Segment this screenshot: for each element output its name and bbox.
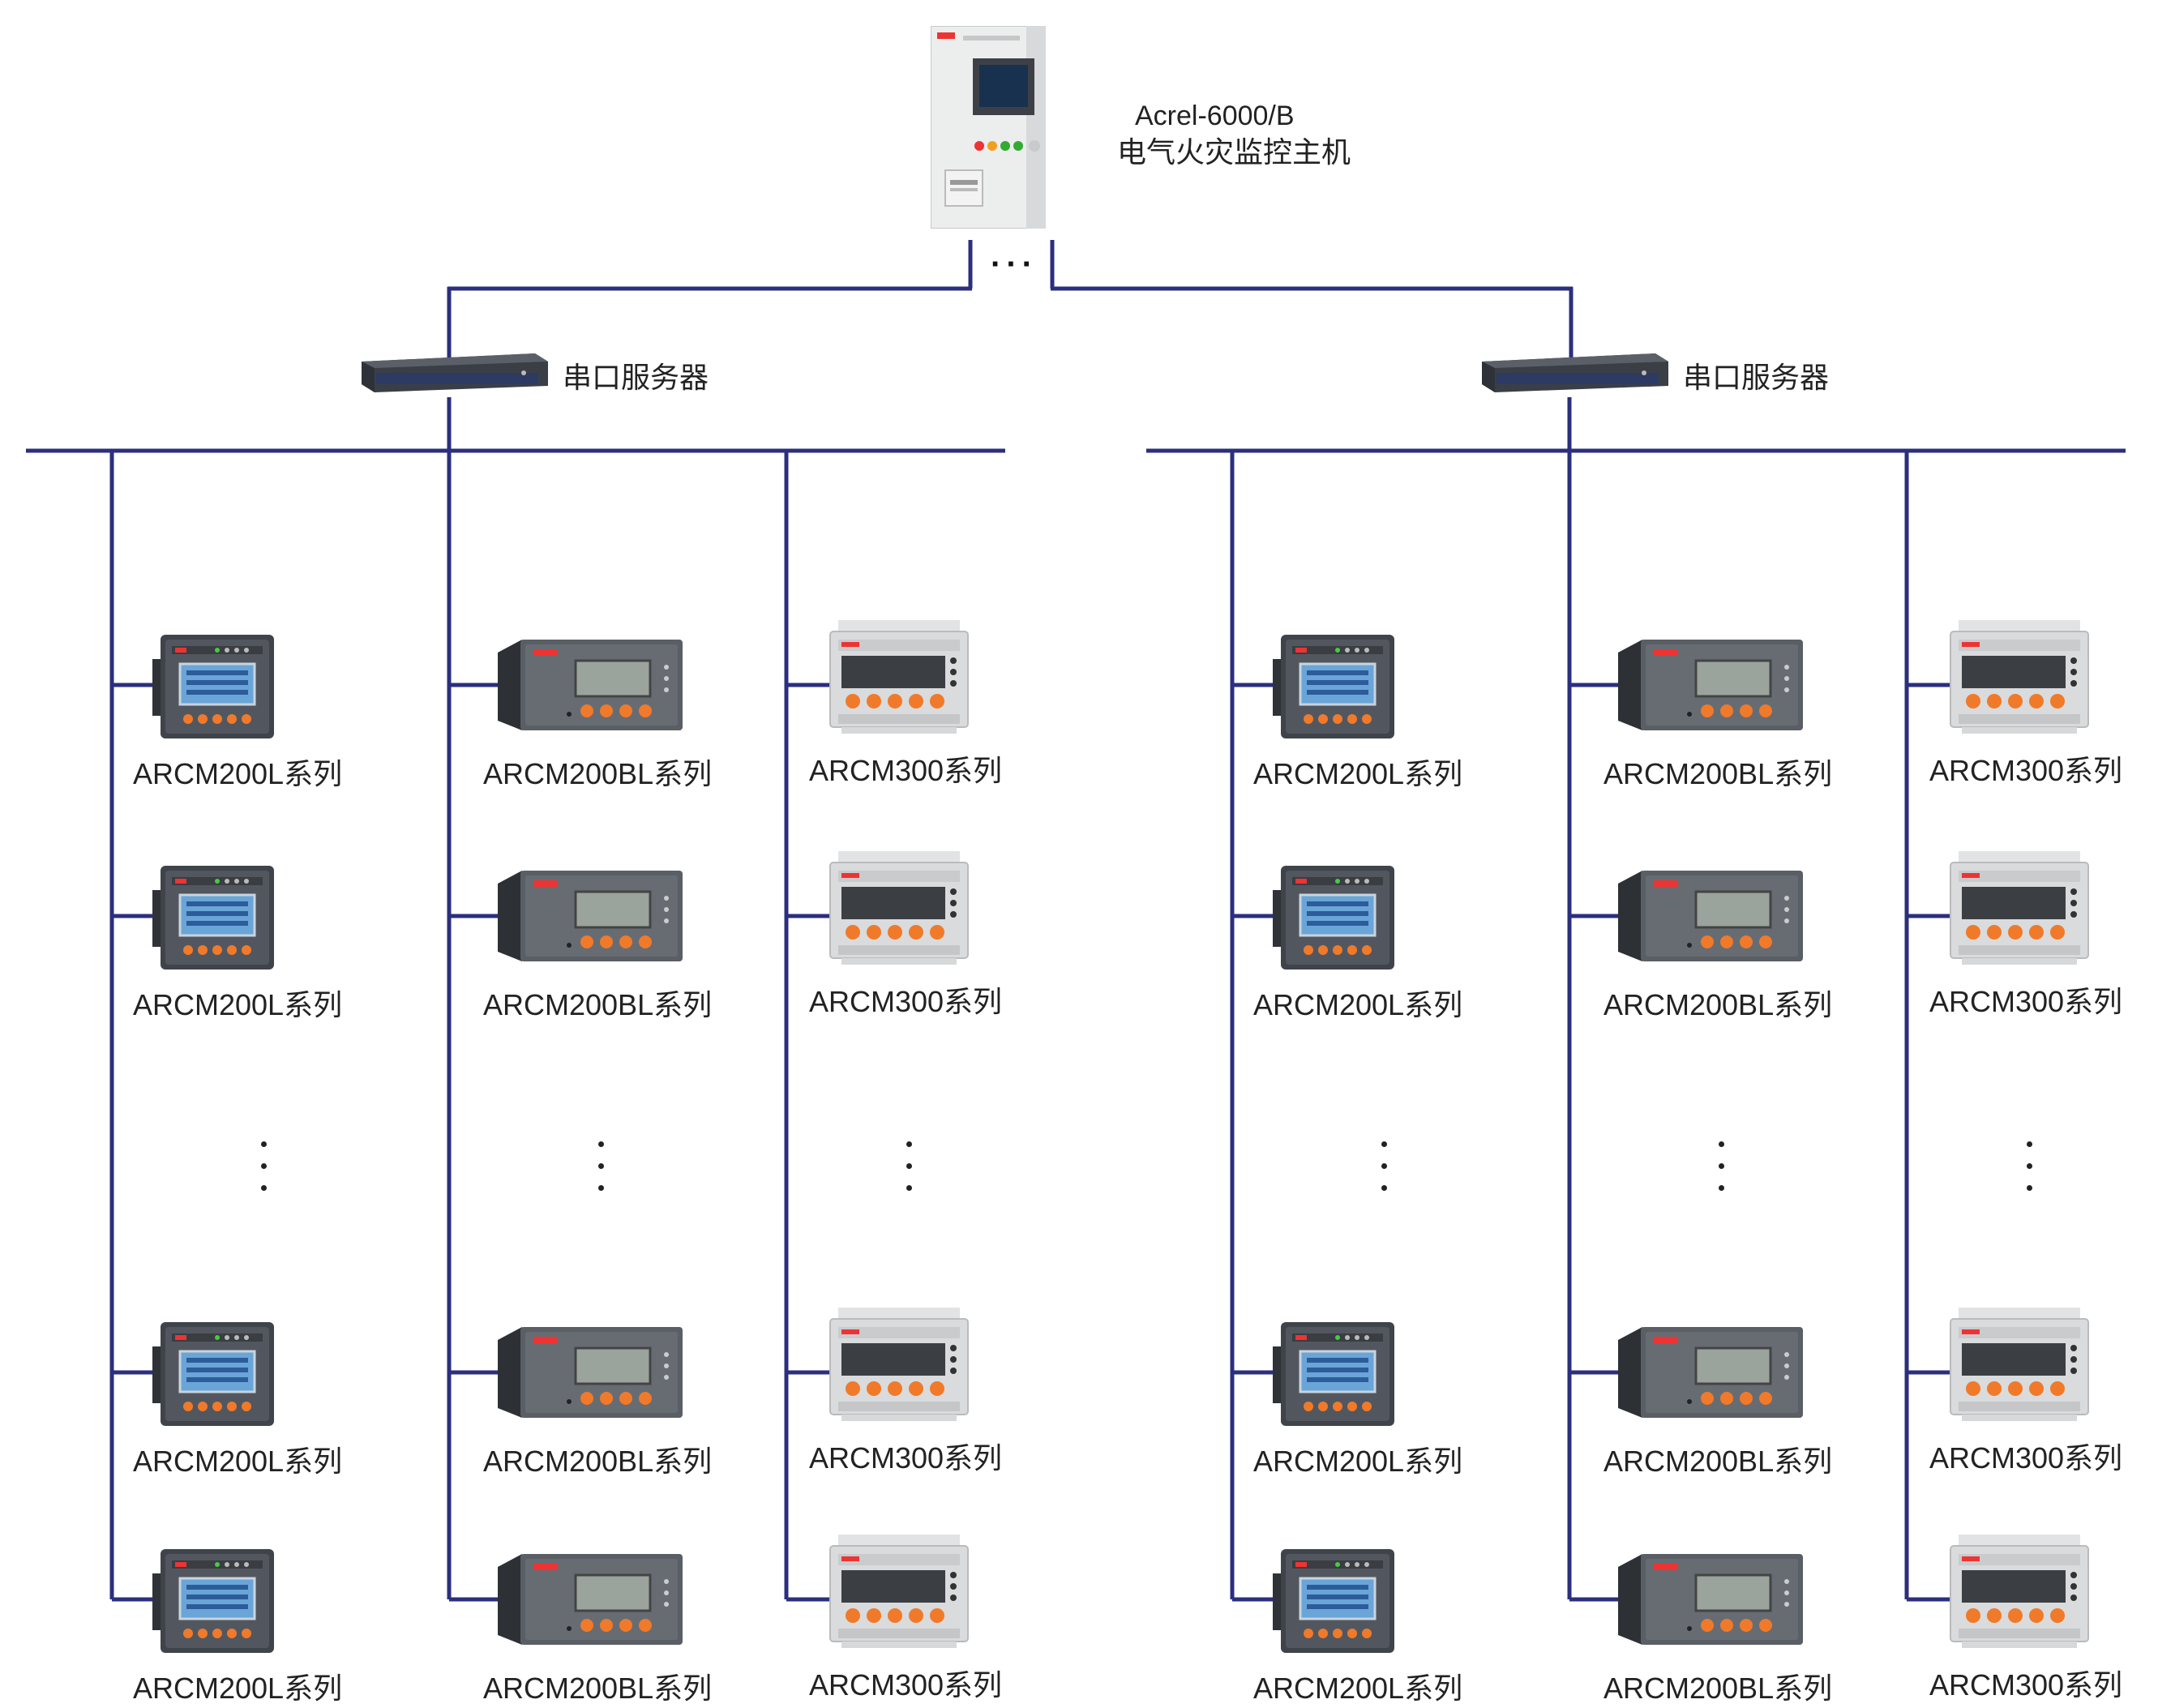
arcm200bl-label-1-1-1: ARCM200BL系列 [1604, 988, 1833, 1021]
arcm300-device-0-2-0 [829, 619, 969, 734]
arcm200l-label-1-0-3: ARCM200L系列 [1253, 1672, 1463, 1705]
arcm200l-device-0-0-2 [151, 1321, 276, 1428]
arcm300-device-0-2-1 [829, 850, 969, 965]
arcm300-label-0-2-1: ARCM300系列 [809, 985, 1003, 1018]
arcm300-label-1-2-0: ARCM300系列 [1929, 754, 2123, 787]
arcm200bl-device-1-1-1 [1616, 869, 1805, 963]
arcm200bl-device-1-1-3 [1616, 1552, 1805, 1646]
arcm300-device-0-2-3 [829, 1534, 969, 1649]
arcm200bl-device-0-1-3 [496, 1552, 684, 1646]
arcm200bl-label-0-1-1: ARCM200BL系列 [483, 988, 713, 1021]
host-model-label: Acrel-6000/B [1135, 101, 1295, 131]
arcm200bl-device-1-1-0 [1616, 638, 1805, 732]
arcm200bl-device-0-1-0 [496, 638, 684, 732]
arcm200l-label-0-0-2: ARCM200L系列 [133, 1445, 343, 1478]
arcm200l-device-1-0-2 [1271, 1321, 1396, 1428]
arcm200l-device-1-0-1 [1271, 864, 1396, 971]
arcm200bl-label-1-1-2: ARCM200BL系列 [1604, 1445, 1833, 1478]
arcm300-device-1-2-2 [1950, 1307, 2089, 1422]
serial-server-label-1: 串口服务器 [1683, 361, 1830, 394]
arcm300-label-0-2-2: ARCM300系列 [809, 1441, 1003, 1475]
arcm200l-label-0-0-0: ARCM200L系列 [133, 757, 343, 790]
host-ellipsis-dots: ··· [991, 246, 1038, 282]
arcm300-device-0-2-2 [829, 1307, 969, 1422]
arcm200l-device-0-0-3 [151, 1547, 276, 1654]
arcm300-device-1-2-1 [1950, 850, 2089, 965]
arcm200l-label-0-0-3: ARCM200L系列 [133, 1672, 343, 1705]
arcm300-label-1-2-1: ARCM300系列 [1929, 985, 2123, 1018]
arcm200l-device-1-0-0 [1271, 633, 1396, 740]
arcm200l-device-0-0-0 [151, 633, 276, 740]
vertical-ellipsis-1-2 [2027, 1141, 2033, 1207]
arcm200bl-label-1-1-3: ARCM200BL系列 [1604, 1672, 1833, 1705]
serial-server-label-0: 串口服务器 [563, 361, 709, 394]
vertical-ellipsis-0-0 [261, 1141, 268, 1207]
arcm300-label-1-2-3: ARCM300系列 [1929, 1668, 2123, 1702]
host-name-label: 电气火灾监控主机 [1117, 135, 1351, 169]
arcm200bl-label-1-1-0: ARCM200BL系列 [1604, 757, 1833, 790]
arcm200l-device-0-0-1 [151, 864, 276, 971]
arcm200bl-device-0-1-1 [496, 869, 684, 963]
arcm300-label-1-2-2: ARCM300系列 [1929, 1441, 2123, 1475]
arcm300-device-1-2-3 [1950, 1534, 2089, 1649]
arcm300-label-0-2-0: ARCM300系列 [809, 754, 1003, 787]
arcm200l-label-0-0-1: ARCM200L系列 [133, 988, 343, 1021]
serial-server-0 [362, 353, 548, 392]
serial-server-1 [1482, 353, 1668, 392]
vertical-ellipsis-1-1 [1719, 1141, 1725, 1207]
arcm200l-device-1-0-3 [1271, 1547, 1396, 1654]
arcm300-device-1-2-0 [1950, 619, 2089, 734]
arcm200bl-label-0-1-3: ARCM200BL系列 [483, 1672, 713, 1705]
arcm300-label-0-2-3: ARCM300系列 [809, 1668, 1003, 1702]
arcm200bl-label-0-1-2: ARCM200BL系列 [483, 1445, 713, 1478]
arcm200bl-label-0-1-0: ARCM200BL系列 [483, 757, 713, 790]
arcm200l-label-1-0-0: ARCM200L系列 [1253, 757, 1463, 790]
arcm200l-label-1-0-2: ARCM200L系列 [1253, 1445, 1463, 1478]
arcm200bl-device-0-1-2 [496, 1325, 684, 1419]
arcm200l-label-1-0-1: ARCM200L系列 [1253, 988, 1463, 1021]
vertical-ellipsis-1-0 [1381, 1141, 1388, 1207]
host-cabinet-image [930, 25, 1047, 229]
vertical-ellipsis-0-1 [598, 1141, 605, 1207]
arcm200bl-device-1-1-2 [1616, 1325, 1805, 1419]
vertical-ellipsis-0-2 [906, 1141, 913, 1207]
